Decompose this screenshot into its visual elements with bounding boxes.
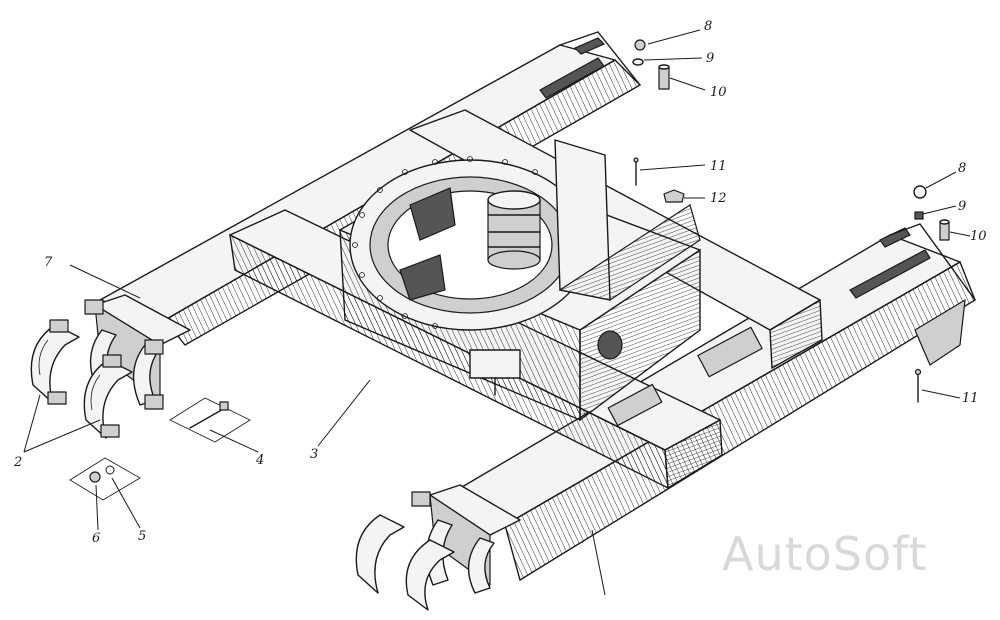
- callout-9-top: 9: [706, 51, 714, 66]
- callout-12: 12: [710, 191, 727, 206]
- callout-4: 4: [255, 453, 264, 468]
- callout-10-right: 10: [970, 229, 987, 244]
- callout-3: 3: [310, 447, 318, 462]
- callout-11-right: 11: [962, 391, 979, 406]
- callout-8-top: 8: [704, 19, 712, 34]
- callout-7: 7: [44, 255, 53, 270]
- callout-5: 5: [138, 529, 146, 544]
- clamp-half-3: [355, 514, 455, 611]
- callout-2: 2: [13, 455, 22, 470]
- washer-nut-5-6: [69, 457, 141, 501]
- callout-11-top: 11: [710, 159, 727, 174]
- clamp-half-1: [30, 319, 80, 405]
- top-small-parts: [632, 39, 685, 203]
- central-housing: [339, 139, 701, 422]
- callout-10-top: 10: [710, 85, 727, 100]
- callout-labels: 7 2 3 4 5 6 8 9 10 11 12 8 9 10 11: [13, 19, 987, 546]
- bolt-4: [169, 397, 251, 443]
- callout-9-right: 9: [958, 199, 966, 214]
- right-side-beam: [439, 223, 976, 582]
- leader-lines: [23, 29, 971, 596]
- left-end-bracket: [84, 294, 191, 410]
- right-small-parts: [913, 185, 950, 403]
- watermark-text: AutoSoft: [722, 527, 928, 581]
- clamp-half-2: [83, 354, 133, 439]
- callout-6: 6: [92, 531, 100, 546]
- callout-8-right: 8: [958, 161, 966, 176]
